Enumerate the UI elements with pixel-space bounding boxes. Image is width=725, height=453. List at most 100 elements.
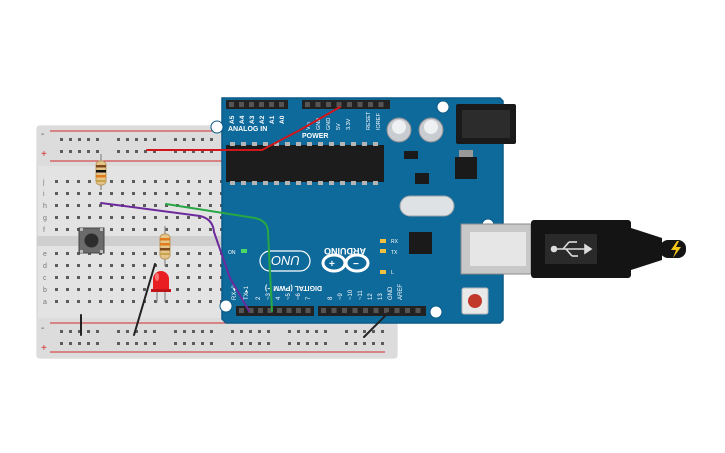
chip-pin bbox=[318, 181, 323, 185]
digital-header-high[interactable] bbox=[318, 306, 426, 316]
chip-pin bbox=[252, 181, 257, 185]
breadboard-hole bbox=[66, 276, 69, 279]
breadboard-hole bbox=[187, 252, 190, 255]
breadboard-hole bbox=[154, 300, 157, 303]
analog-header[interactable] bbox=[226, 100, 288, 109]
power-pin-label: GND bbox=[326, 118, 332, 130]
digital-pin-label: TX▸1 bbox=[244, 285, 250, 300]
breadboard-hole bbox=[132, 252, 135, 255]
breadboard-hole bbox=[154, 180, 157, 183]
header-pin bbox=[394, 308, 400, 313]
breadboard-hole bbox=[187, 216, 190, 219]
breadboard-hole bbox=[154, 204, 157, 207]
rail-hole bbox=[306, 330, 309, 333]
wires[interactable] bbox=[80, 106, 389, 338]
chip-pin bbox=[274, 142, 279, 146]
breadboard-hole bbox=[198, 252, 201, 255]
mounting-hole bbox=[429, 305, 443, 319]
analog-pin-label: A3 bbox=[249, 115, 256, 124]
resistor-led[interactable] bbox=[159, 226, 171, 266]
breadboard-hole bbox=[132, 276, 135, 279]
breadboard-hole bbox=[209, 300, 212, 303]
chip-pin bbox=[230, 181, 235, 185]
digital-pin-label: ~5 bbox=[286, 292, 292, 300]
wire-black-gnd-2[interactable] bbox=[133, 263, 156, 336]
rail-hole bbox=[174, 150, 177, 153]
breadboard-hole bbox=[165, 264, 168, 267]
breadboard-hole bbox=[143, 252, 146, 255]
rail-hole bbox=[354, 330, 357, 333]
rail-hole bbox=[135, 150, 138, 153]
rail-hole bbox=[153, 138, 156, 141]
breadboard-hole bbox=[176, 252, 179, 255]
analog-pin-label: A4 bbox=[239, 115, 246, 124]
rail-hole bbox=[372, 330, 375, 333]
rail-hole bbox=[117, 150, 120, 153]
top-header-pins bbox=[229, 102, 384, 107]
rail-hole bbox=[69, 330, 72, 333]
rail-hole bbox=[315, 342, 318, 345]
wire-purple-pin[interactable] bbox=[100, 202, 250, 312]
rail-hole bbox=[192, 342, 195, 345]
red-led[interactable] bbox=[151, 271, 171, 302]
arduino-uno-board[interactable]: A5 A4 A3 A2 A1 A0 ANALOG IN Vin GND GND … bbox=[210, 97, 516, 324]
chip-pin bbox=[340, 181, 345, 185]
breadboard-hole bbox=[154, 192, 157, 195]
digital-pin-label: 4 bbox=[276, 296, 282, 300]
chip-pin bbox=[318, 142, 323, 146]
row-letter: f bbox=[43, 227, 45, 234]
header-pin bbox=[415, 308, 421, 313]
row-letter: c bbox=[43, 275, 47, 282]
rail-hole bbox=[126, 150, 129, 153]
power-pin-label: 3.3V bbox=[346, 118, 352, 130]
digital-pin-label: 13 bbox=[378, 293, 384, 300]
breadboard-hole bbox=[187, 192, 190, 195]
l-label: L bbox=[391, 270, 394, 276]
digital-header-low[interactable] bbox=[236, 306, 314, 316]
chip-pin bbox=[307, 181, 312, 185]
breadboard-hole bbox=[176, 288, 179, 291]
rail-hole bbox=[201, 138, 204, 141]
smd-component bbox=[404, 151, 418, 159]
rail-hole bbox=[126, 342, 129, 345]
breadboard-hole bbox=[77, 300, 80, 303]
digital-pin-label: ~9 bbox=[338, 292, 344, 300]
power-header[interactable] bbox=[302, 100, 390, 109]
breadboard-hole bbox=[88, 192, 91, 195]
analog-pin-label: A5 bbox=[229, 115, 236, 124]
breadboard-hole bbox=[209, 228, 212, 231]
analog-in-label: ANALOG IN bbox=[228, 126, 267, 133]
breadboard-hole bbox=[77, 216, 80, 219]
breadboard-hole bbox=[198, 276, 201, 279]
breadboard-hole bbox=[77, 288, 80, 291]
wire-green-pin[interactable] bbox=[165, 203, 273, 312]
row-letter: h bbox=[43, 203, 47, 210]
breadboard-hole bbox=[66, 192, 69, 195]
digital-pin-label: ~10 bbox=[348, 289, 354, 300]
rail-hole bbox=[144, 342, 147, 345]
svg-text:−: − bbox=[353, 259, 359, 270]
breadboard-hole bbox=[198, 192, 201, 195]
breadboard-hole bbox=[209, 264, 212, 267]
breadboard-hole bbox=[55, 300, 58, 303]
rail-hole bbox=[210, 138, 213, 141]
breadboard-hole bbox=[187, 204, 190, 207]
usb-cable[interactable] bbox=[460, 220, 686, 278]
breadboard-hole bbox=[187, 180, 190, 183]
chip-pins bbox=[230, 142, 378, 185]
push-button[interactable] bbox=[78, 227, 105, 254]
rail-hole bbox=[96, 342, 99, 345]
breadboard-hole bbox=[209, 204, 212, 207]
breadboard-hole bbox=[66, 216, 69, 219]
wire-black-gnd-3[interactable] bbox=[363, 312, 389, 338]
header-pin bbox=[296, 308, 301, 313]
wire-red-5v[interactable] bbox=[146, 106, 341, 151]
capacitor-top bbox=[424, 120, 438, 134]
reset-button-cap[interactable] bbox=[468, 294, 482, 308]
chip-pin bbox=[329, 181, 334, 185]
resistor-top[interactable] bbox=[95, 154, 107, 190]
arduino-infinity-logo: + − bbox=[321, 253, 370, 273]
rail-hole bbox=[117, 330, 120, 333]
chip-pin bbox=[274, 181, 279, 185]
